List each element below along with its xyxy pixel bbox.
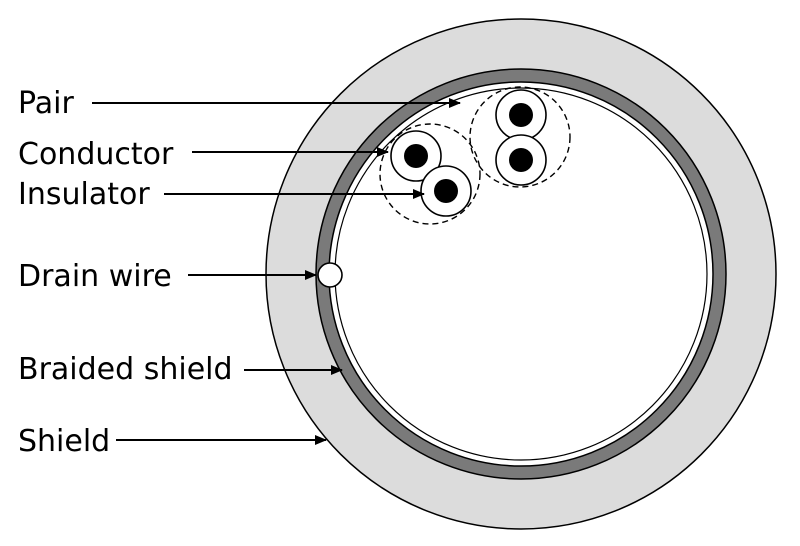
wire-left-bottom [420, 165, 472, 217]
conductor-core [509, 148, 533, 172]
label-drain-wire: Drain wire [18, 259, 172, 294]
label-braided-shield: Braided shield [18, 352, 233, 387]
wire-right-bottom [495, 134, 547, 186]
conductor-core [509, 103, 533, 127]
label-conductor: Conductor [18, 137, 174, 172]
pair-outline-left [379, 123, 481, 225]
wire-right-top [495, 89, 547, 141]
conductor-core [404, 144, 428, 168]
pair-outline-right [469, 86, 571, 188]
label-shield: Shield [18, 424, 110, 459]
conductor-core [434, 179, 458, 203]
wire-left-top [390, 130, 442, 182]
drain-wire [317, 262, 343, 288]
label-pair: Pair [18, 86, 74, 121]
label-insulator: Insulator [18, 177, 150, 212]
